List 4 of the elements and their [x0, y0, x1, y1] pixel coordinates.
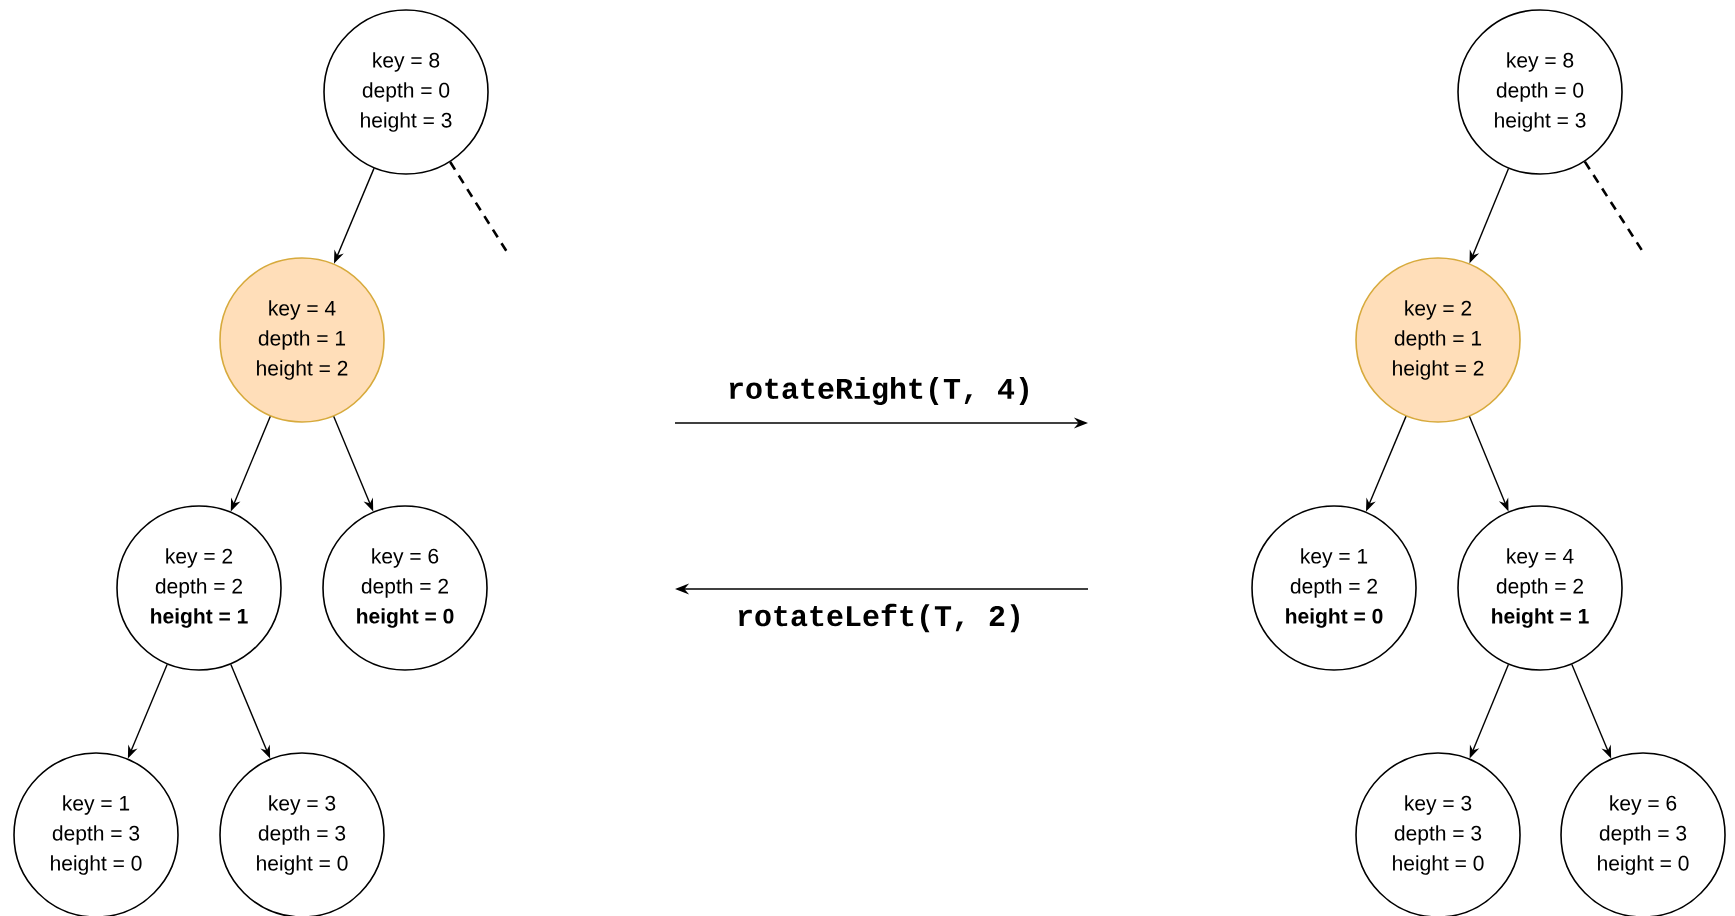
function-call-label: rotateRight(T, 4): [729, 376, 1028, 406]
dashed-line: [449, 161, 509, 253]
function-call-label: rotateLeft(T, 2): [738, 603, 1019, 633]
dashed-line: [1583, 160, 1645, 253]
